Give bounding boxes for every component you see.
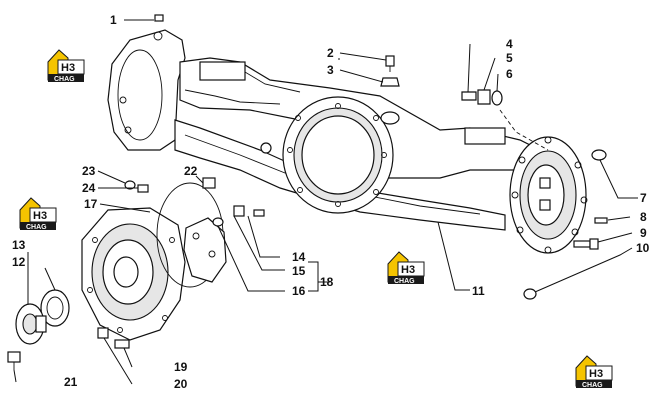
seal-and-flange: [15, 289, 70, 345]
brand-logo-center: H3 CHAG: [387, 251, 425, 285]
svg-text:CHAG: CHAG: [582, 382, 603, 389]
callout-8: 8: [640, 210, 647, 224]
callout-labels: 1 2 3 4 5 6 7 8 9 10 11 12 13 14 15 16 1…: [12, 13, 650, 391]
callout-16: 16: [292, 284, 306, 298]
callout-18: 18: [320, 275, 334, 289]
callout-11: 11: [472, 284, 485, 298]
callout-4: 4: [506, 37, 513, 51]
callout-10: 10: [636, 241, 650, 255]
callout-13: 13: [12, 238, 26, 252]
brand-logo-mid-left: H3 CHAG: [19, 197, 57, 231]
svg-text:H3: H3: [401, 264, 415, 276]
brand-logo-bottom-right: H3 CHAG: [575, 355, 613, 389]
callout-9: 9: [640, 226, 647, 240]
callout-20: 20: [174, 377, 188, 391]
small-parts: [7, 14, 608, 370]
callout-15: 15: [292, 264, 306, 278]
svg-text:CHAG: CHAG: [54, 76, 75, 83]
callout-24: 24: [82, 181, 96, 195]
callout-22: 22: [184, 164, 198, 178]
carrier-housing: [81, 207, 186, 341]
svg-text:H3: H3: [33, 210, 47, 222]
callout-23: 23: [82, 164, 96, 178]
svg-text:H3: H3: [589, 368, 603, 380]
callout-1: 1: [110, 13, 117, 27]
callout-14: 14: [292, 250, 306, 264]
axle-housing: [107, 29, 588, 254]
cover-plate: [183, 217, 227, 283]
callout-7: 7: [640, 191, 647, 205]
callout-17: 17: [84, 197, 98, 211]
callout-2: 2: [327, 46, 334, 60]
callout-3: 3: [327, 63, 334, 77]
callout-5: 5: [506, 51, 513, 65]
callout-12: 12: [12, 255, 26, 269]
brand-logo-top-left: H3 CHAG: [47, 49, 85, 83]
svg-text:H3: H3: [61, 62, 75, 74]
callout-21: 21: [64, 375, 78, 389]
leader-lines: [13, 19, 638, 385]
callout-19: 19: [174, 360, 188, 374]
svg-text:CHAG: CHAG: [26, 224, 47, 231]
svg-text:CHAG: CHAG: [394, 278, 415, 285]
callout-6: 6: [506, 67, 513, 81]
